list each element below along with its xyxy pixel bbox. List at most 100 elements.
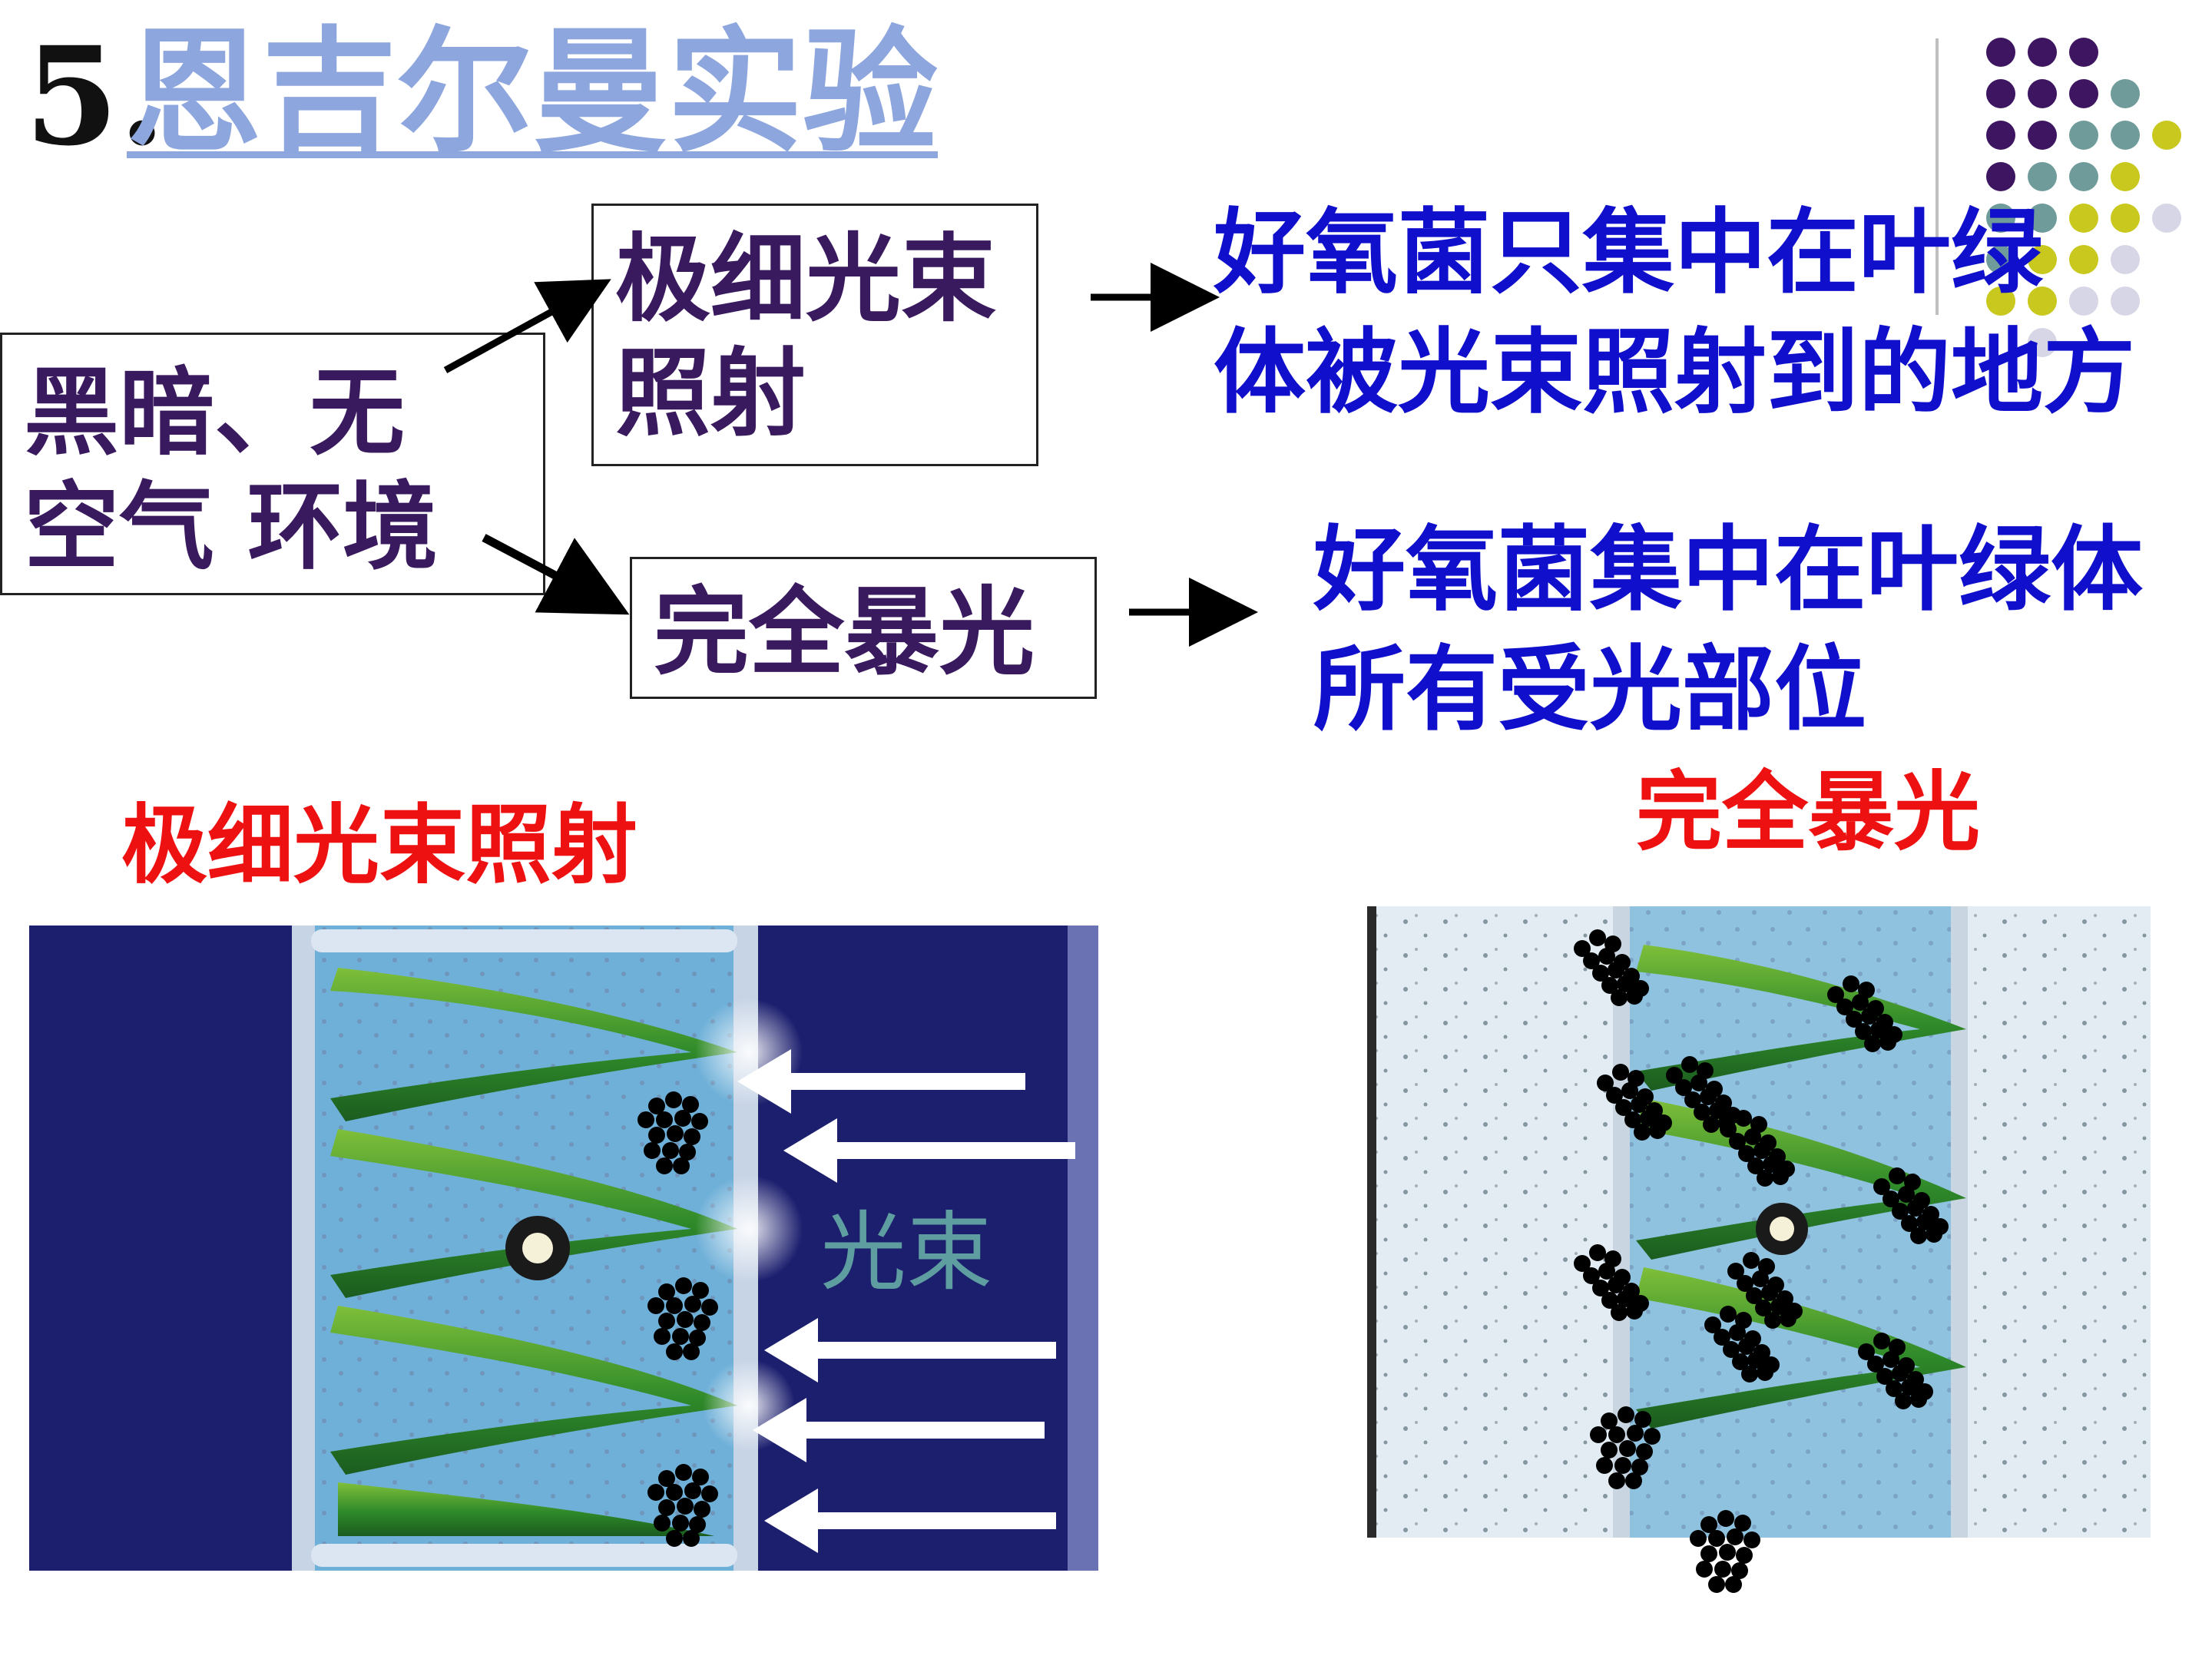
bacterium-dot bbox=[689, 1516, 706, 1533]
bacterium-dot bbox=[1703, 1116, 1720, 1133]
bacterium-dot bbox=[648, 1127, 665, 1144]
bacterium-dot bbox=[1690, 1075, 1707, 1091]
bacterium-dot bbox=[1619, 1440, 1636, 1457]
bacterium-dot bbox=[1708, 1530, 1725, 1547]
bacterium-dot bbox=[1714, 1561, 1731, 1578]
bacterium-dot bbox=[1780, 1310, 1796, 1327]
beam-label: 光束 bbox=[820, 1203, 992, 1303]
light-beam-arrowhead bbox=[764, 1488, 818, 1553]
bacterium-dot bbox=[1867, 1356, 1884, 1373]
bacterium-dot bbox=[1864, 1035, 1881, 1052]
bacterium-dot bbox=[701, 1299, 718, 1316]
bacterium-dot bbox=[684, 1128, 700, 1145]
bacterium-dot bbox=[1907, 1200, 1924, 1217]
bacterium-dot bbox=[1601, 1442, 1618, 1459]
bacterium-dot bbox=[1743, 1532, 1760, 1548]
bacterium-dot bbox=[1624, 1111, 1641, 1128]
bacterium-dot bbox=[1583, 1267, 1600, 1284]
bacterium-dot bbox=[1861, 1008, 1878, 1025]
bacterium-dot bbox=[1700, 1088, 1717, 1105]
bacterium-dot bbox=[1608, 1426, 1625, 1443]
bacterium-dot bbox=[1723, 1341, 1740, 1358]
bacterium-dot bbox=[1744, 1128, 1761, 1145]
bacterium-dot bbox=[1608, 1472, 1625, 1489]
bacterium-dot bbox=[1752, 1270, 1769, 1287]
bacterium-dot bbox=[1694, 1104, 1710, 1121]
bacterium-dot bbox=[1590, 1426, 1607, 1443]
arrow-to-full-exposure bbox=[482, 534, 630, 615]
bacterium-dot bbox=[673, 1157, 690, 1174]
bacterium-dot bbox=[665, 1091, 682, 1108]
arrow-to-thin-beam bbox=[443, 279, 611, 373]
bacterium-dot bbox=[1675, 1079, 1692, 1096]
bacterium-dot bbox=[689, 1330, 706, 1346]
bacterium-dot bbox=[666, 1297, 683, 1314]
bacterium-dot bbox=[677, 1498, 694, 1515]
bacterium-dot bbox=[1617, 975, 1634, 992]
bacterium-dot bbox=[1606, 1087, 1623, 1104]
result-full-exposure: 好氧菌集中在叶绿体 所有受光部位 bbox=[1313, 517, 2143, 743]
bacterium-dot bbox=[1597, 1075, 1614, 1091]
bacterium-dot bbox=[1892, 1365, 1909, 1382]
bacterium-dot bbox=[692, 1469, 709, 1485]
bacterium-dot bbox=[1598, 1263, 1615, 1280]
full-exposure-text: 完全暴光 bbox=[654, 578, 1035, 688]
title-number: 5. bbox=[25, 17, 166, 176]
bacterium-dot bbox=[1827, 986, 1844, 1003]
bacterium-dot bbox=[1611, 989, 1628, 1006]
bacterium-dot bbox=[1746, 1287, 1763, 1304]
light-beam-arrowhead bbox=[764, 1318, 818, 1382]
bacterium-dot bbox=[1720, 1121, 1737, 1137]
bacterium-dot bbox=[1634, 1411, 1651, 1428]
bacterium-dot bbox=[648, 1098, 665, 1114]
bacterium-dot bbox=[1627, 1425, 1644, 1442]
bacterium-dot bbox=[1772, 1168, 1789, 1185]
bacterium-dot bbox=[1846, 1011, 1863, 1028]
bacterium-dot bbox=[1727, 1528, 1743, 1545]
bacterium-dot bbox=[1743, 1252, 1760, 1269]
bacterium-dot bbox=[1631, 1096, 1647, 1113]
bacterium-dot bbox=[1608, 962, 1624, 979]
page-title: 恩吉尔曼实验 bbox=[127, 14, 939, 171]
bacterium-dot bbox=[1719, 1544, 1736, 1561]
bacterium-dot bbox=[1757, 1364, 1773, 1381]
bacterium-dot bbox=[1621, 1082, 1638, 1099]
bacterium-dot bbox=[1895, 1392, 1912, 1409]
bacterium-dot bbox=[1596, 1457, 1613, 1474]
bacterium-dot bbox=[1738, 1338, 1755, 1355]
bacterium-dot bbox=[683, 1343, 700, 1360]
bacterium-dot bbox=[1883, 1190, 1899, 1207]
bacterium-dot bbox=[654, 1515, 671, 1532]
bacterium-dot bbox=[682, 1096, 699, 1113]
bacterium-dot bbox=[1876, 1368, 1893, 1385]
bacterium-dot bbox=[1684, 1091, 1701, 1108]
bacterium-dot bbox=[1708, 1576, 1725, 1593]
bacterium-dot bbox=[672, 1328, 689, 1345]
bacterium-dot bbox=[1601, 1292, 1618, 1309]
bacterium-dot bbox=[1747, 1157, 1764, 1174]
bacterium-dot bbox=[1666, 1067, 1683, 1084]
bacterium-dot bbox=[683, 1530, 700, 1547]
bacterium-dot bbox=[1592, 965, 1609, 982]
condition-text: 黑暗、无 空气 环境 bbox=[24, 358, 439, 583]
bacterium-dot bbox=[1843, 975, 1859, 992]
bacterium-dot bbox=[1700, 1516, 1717, 1533]
bacterium-dot bbox=[1901, 1215, 1918, 1232]
bacterium-dot bbox=[674, 1110, 691, 1127]
bacterium-dot bbox=[679, 1144, 696, 1161]
bacterium-dot bbox=[701, 1485, 718, 1502]
bacterium-dot bbox=[1898, 1186, 1915, 1203]
full-exposure-box: 完全暴光 bbox=[630, 557, 1097, 699]
bacterium-dot bbox=[1879, 1034, 1896, 1051]
bacterium-dot bbox=[1725, 1576, 1742, 1593]
bacterium-dot bbox=[1612, 1064, 1629, 1081]
bacterium-dot bbox=[647, 1297, 664, 1314]
bacterium-dot bbox=[1589, 1244, 1606, 1261]
bacterium-dot bbox=[658, 1470, 675, 1487]
bacterium-dot bbox=[1631, 1459, 1648, 1475]
bacterium-dot bbox=[1731, 1562, 1748, 1579]
bacterium-dot bbox=[1741, 1366, 1758, 1382]
bacterium-dot bbox=[656, 1111, 673, 1128]
caption-thin-beam: 极细光束照射 bbox=[121, 796, 637, 896]
bacterium-dot bbox=[656, 1157, 673, 1174]
